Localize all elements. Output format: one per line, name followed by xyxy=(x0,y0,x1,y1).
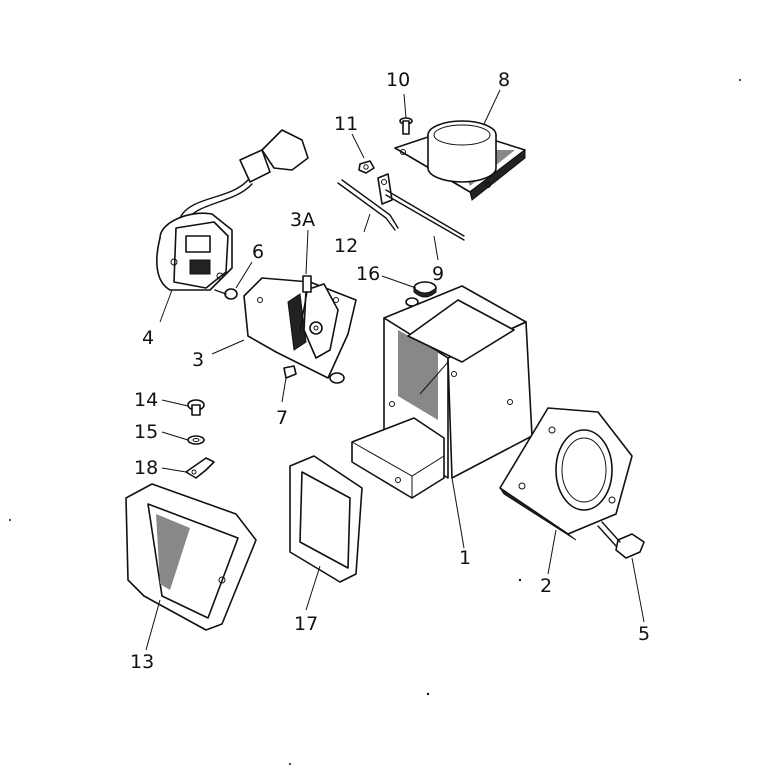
callout-14: 14 xyxy=(134,389,158,411)
callout-8: 8 xyxy=(498,69,510,91)
part-14-bolt xyxy=(187,399,205,416)
part-3a-lever xyxy=(299,275,312,331)
callout-9: 9 xyxy=(432,263,444,285)
callout-10: 10 xyxy=(386,69,410,91)
callout-13: 13 xyxy=(130,651,154,673)
scan-specks xyxy=(9,79,741,765)
leader-lines xyxy=(145,89,645,651)
callout-1: 1 xyxy=(459,547,471,569)
callout-18: 18 xyxy=(134,457,158,479)
part-1-housing xyxy=(351,285,533,499)
callout-6: 6 xyxy=(252,241,264,263)
callout-5: 5 xyxy=(638,623,650,645)
part-16-clip xyxy=(405,281,437,307)
part-4-actuator xyxy=(156,129,309,291)
callout-11: 11 xyxy=(334,113,358,135)
callout-4: 4 xyxy=(142,327,154,349)
callout-16: 16 xyxy=(356,263,380,285)
callout-7: 7 xyxy=(276,407,288,429)
part-11-nut xyxy=(358,160,375,174)
part-5-bolt xyxy=(597,521,645,559)
part-10-screw xyxy=(399,117,413,135)
part-18-bracket xyxy=(185,457,215,479)
callout-labels: 1 2 3 3A 4 5 6 7 8 9 10 11 12 13 14 15 1… xyxy=(130,69,650,673)
callout-3a: 3A xyxy=(290,209,315,231)
part-9-rod xyxy=(377,173,465,241)
callout-3: 3 xyxy=(192,349,204,371)
callout-12: 12 xyxy=(334,235,358,257)
callout-15: 15 xyxy=(134,421,158,443)
part-2-outlet-duct xyxy=(499,407,633,541)
callout-2: 2 xyxy=(540,575,552,597)
part-17-filter-frame xyxy=(289,455,363,583)
part-6-bolt xyxy=(214,288,238,300)
part-13-filter-cover xyxy=(125,483,257,631)
part-15-washer xyxy=(187,435,205,445)
part-7-screw xyxy=(283,365,297,379)
part-12-link-rod xyxy=(337,179,399,231)
callout-17: 17 xyxy=(294,613,318,635)
part-8-duct-flange xyxy=(394,120,526,201)
